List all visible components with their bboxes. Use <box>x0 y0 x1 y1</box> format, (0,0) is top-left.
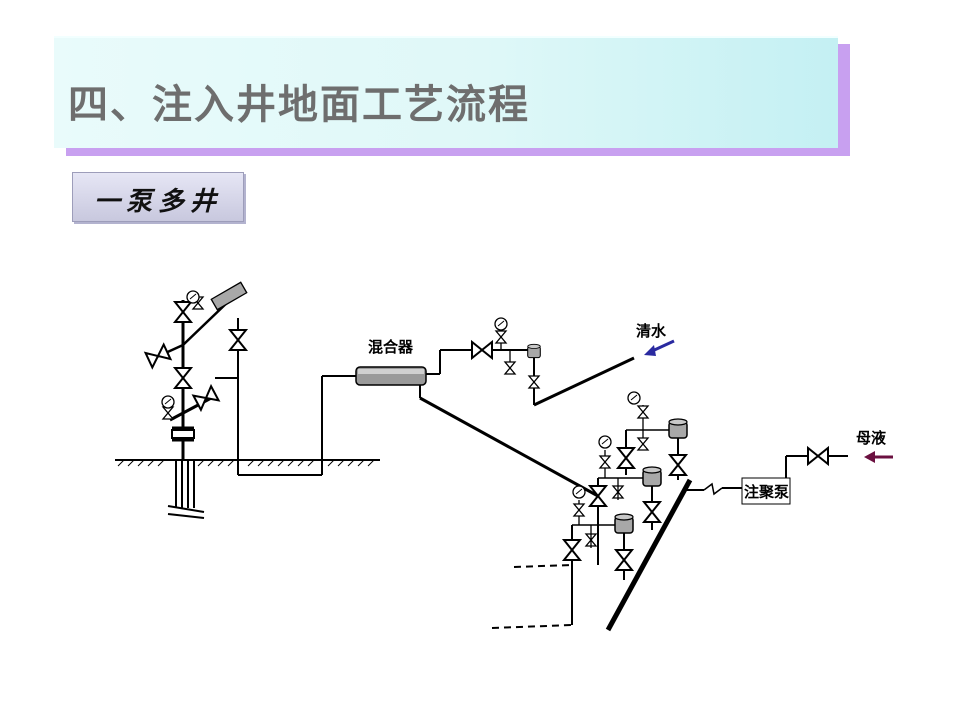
ground-hatch <box>117 459 375 467</box>
subtitle-badge: 一泵多井 <box>72 172 244 222</box>
mother-liquor-label: 母液 <box>856 429 887 447</box>
mixer-label: 混合器 <box>368 338 414 356</box>
clear-water-arrow <box>644 339 675 356</box>
slide-title: 四、注入井地面工艺流程 <box>68 82 530 128</box>
mother-liquor-arrow <box>864 451 893 463</box>
distribution-manifold <box>491 391 693 632</box>
injection-pump: 注聚泵 <box>686 477 791 505</box>
wellhead-assembly <box>115 281 380 519</box>
title-bar: 四、注入井地面工艺流程 <box>54 36 838 148</box>
clear-water-label: 清水 <box>636 322 667 340</box>
injection-pump-label: 注聚泵 <box>744 483 789 501</box>
mixer: 混合器 <box>355 338 427 386</box>
slide-subtitle: 一泵多井 <box>93 187 222 217</box>
